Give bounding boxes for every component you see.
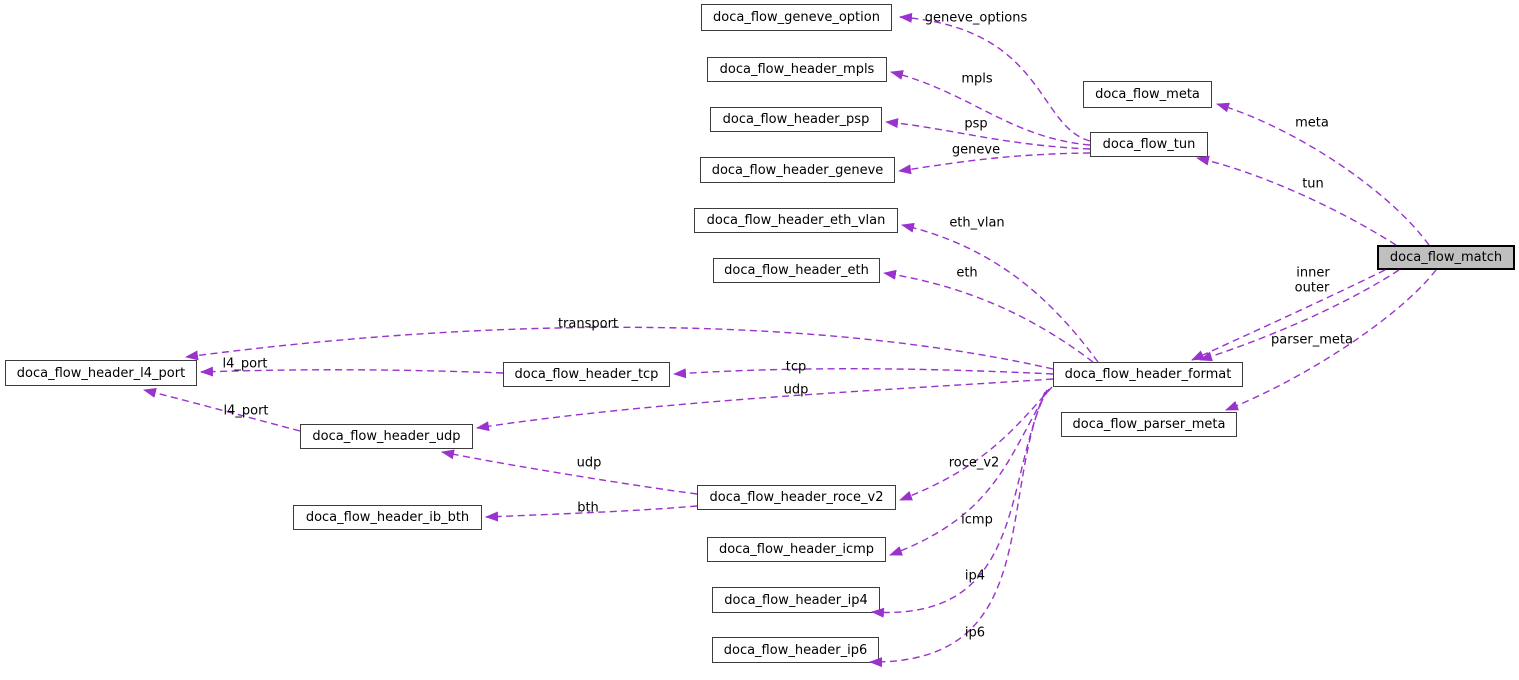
node-doca_flow_header_roce_v2[interactable]: doca_flow_header_roce_v2 bbox=[697, 485, 896, 510]
edge-label-tcp: tcp bbox=[786, 360, 807, 375]
node-label: doca_flow_header_eth_vlan bbox=[706, 213, 886, 228]
edge-label-ip4: ip4 bbox=[965, 569, 985, 584]
node-doca_flow_match[interactable]: doca_flow_match bbox=[1377, 245, 1515, 270]
edge-label-icmp: icmp bbox=[961, 513, 993, 528]
edge-doca_flow_header_roce_v2-to-doca_flow_header_udp bbox=[441, 449, 698, 495]
edge-label-eth_vlan: eth_vlan bbox=[949, 216, 1004, 231]
edge-label-bth: bth bbox=[577, 501, 599, 516]
edge-label-l4_port: l4_port bbox=[222, 357, 267, 372]
node-label: doca_flow_header_l4_port bbox=[16, 365, 186, 381]
node-label: doca_flow_parser_meta bbox=[1072, 417, 1226, 432]
edge-label-meta: meta bbox=[1295, 116, 1329, 131]
node-label: doca_flow_header_eth bbox=[724, 263, 869, 278]
node-doca_flow_parser_meta[interactable]: doca_flow_parser_meta bbox=[1061, 412, 1237, 437]
edge-doca_flow_match-to-doca_flow_header_format bbox=[1199, 269, 1400, 362]
edge-label-outer: outer bbox=[1295, 281, 1330, 296]
node-doca_flow_header_tcp[interactable]: doca_flow_header_tcp bbox=[503, 362, 670, 387]
node-label: doca_flow_header_format bbox=[1064, 367, 1232, 382]
node-label: doca_flow_match bbox=[1389, 250, 1503, 265]
edge-label-roce_v2: roce_v2 bbox=[949, 456, 1000, 471]
edge-doca_flow_tun-to-doca_flow_header_mpls bbox=[890, 70, 1091, 146]
edge-label-transport: transport bbox=[558, 317, 618, 332]
edge-label-udp: udp bbox=[577, 456, 602, 471]
edge-doca_flow_tun-to-doca_flow_header_psp bbox=[885, 118, 1091, 150]
edge-label-geneve: geneve bbox=[952, 143, 1000, 158]
edge-label-mpls: mpls bbox=[961, 72, 993, 87]
edge-label-geneve_options: geneve_options bbox=[925, 11, 1028, 26]
node-label: doca_flow_header_udp bbox=[312, 429, 461, 444]
edge-doca_flow_header_format-to-doca_flow_header_ip4 bbox=[871, 389, 1048, 618]
node-doca_flow_header_format[interactable]: doca_flow_header_format bbox=[1053, 362, 1243, 387]
edge-doca_flow_header_roce_v2-to-doca_flow_header_ib_bth bbox=[485, 505, 698, 522]
node-doca_flow_header_ib_bth[interactable]: doca_flow_header_ib_bth bbox=[293, 505, 482, 530]
node-doca_flow_header_udp[interactable]: doca_flow_header_udp bbox=[300, 424, 473, 449]
node-label: doca_flow_header_icmp bbox=[718, 542, 875, 557]
node-label: doca_flow_geneve_option bbox=[713, 10, 880, 25]
node-doca_flow_header_ip6[interactable]: doca_flow_header_ip6 bbox=[712, 637, 879, 663]
node-doca_flow_geneve_option[interactable]: doca_flow_geneve_option bbox=[701, 4, 892, 31]
node-doca_flow_header_eth_vlan[interactable]: doca_flow_header_eth_vlan bbox=[694, 208, 898, 233]
edge-label-l4_port: l4_port bbox=[223, 404, 268, 419]
edge-doca_flow_header_format-to-doca_flow_header_icmp bbox=[889, 388, 1050, 556]
edge-doca_flow_match-to-doca_flow_parser_meta bbox=[1225, 269, 1437, 411]
node-doca_flow_header_geneve[interactable]: doca_flow_header_geneve bbox=[700, 157, 895, 183]
edge-doca_flow_header_tcp-to-doca_flow_header_l4_port bbox=[200, 366, 504, 377]
edge-label-parser_meta: parser_meta bbox=[1271, 333, 1353, 348]
node-doca_flow_tun[interactable]: doca_flow_tun bbox=[1090, 132, 1208, 157]
node-label: doca_flow_header_roce_v2 bbox=[709, 490, 884, 505]
node-doca_flow_meta[interactable]: doca_flow_meta bbox=[1083, 81, 1212, 108]
edge-label-psp: psp bbox=[964, 117, 987, 132]
edge-label-inner: inner bbox=[1296, 266, 1330, 281]
node-label: doca_flow_header_ib_bth bbox=[305, 510, 470, 525]
edge-doca_flow_header_format-to-doca_flow_header_ip6 bbox=[869, 391, 1046, 668]
edge-doca_flow_tun-to-doca_flow_geneve_option bbox=[899, 12, 1091, 142]
edge-label-eth: eth bbox=[956, 266, 977, 281]
node-label: doca_flow_header_psp bbox=[722, 112, 870, 127]
node-label: doca_flow_tun bbox=[1102, 137, 1196, 152]
node-label: doca_flow_header_geneve bbox=[711, 162, 884, 178]
node-label: doca_flow_meta bbox=[1095, 87, 1200, 102]
edge-label-udp: udp bbox=[784, 383, 809, 398]
edge-doca_flow_header_format-to-doca_flow_header_eth_vlan bbox=[901, 222, 1099, 363]
edge-doca_flow_header_udp-to-doca_flow_header_l4_port bbox=[143, 388, 301, 432]
node-doca_flow_header_psp[interactable]: doca_flow_header_psp bbox=[710, 107, 882, 132]
edge-doca_flow_match-to-doca_flow_meta bbox=[1216, 102, 1430, 246]
edge-doca_flow_header_format-to-doca_flow_header_roce_v2 bbox=[899, 386, 1053, 501]
node-label: doca_flow_header_tcp bbox=[514, 367, 659, 382]
edge-doca_flow_header_format-to-doca_flow_header_eth bbox=[883, 269, 1094, 363]
edge-doca_flow_header_format-to-doca_flow_header_tcp bbox=[673, 368, 1054, 379]
node-doca_flow_header_ip4[interactable]: doca_flow_header_ip4 bbox=[712, 587, 880, 613]
node-doca_flow_header_mpls[interactable]: doca_flow_header_mpls bbox=[707, 57, 887, 82]
edge-doca_flow_match-to-doca_flow_header_format bbox=[1191, 269, 1386, 361]
edge-doca_flow_match-to-doca_flow_tun bbox=[1196, 155, 1397, 246]
node-doca_flow_header_icmp[interactable]: doca_flow_header_icmp bbox=[707, 537, 886, 562]
edge-doca_flow_tun-to-doca_flow_header_geneve bbox=[898, 152, 1091, 175]
node-label: doca_flow_header_ip4 bbox=[724, 592, 868, 608]
edge-label-tun: tun bbox=[1302, 177, 1324, 192]
node-label: doca_flow_header_ip6 bbox=[723, 642, 868, 658]
node-doca_flow_header_eth[interactable]: doca_flow_header_eth bbox=[713, 258, 880, 283]
edge-label-ip6: ip6 bbox=[965, 626, 985, 641]
node-doca_flow_header_l4_port[interactable]: doca_flow_header_l4_port bbox=[5, 360, 197, 386]
node-label: doca_flow_header_mpls bbox=[719, 62, 875, 77]
